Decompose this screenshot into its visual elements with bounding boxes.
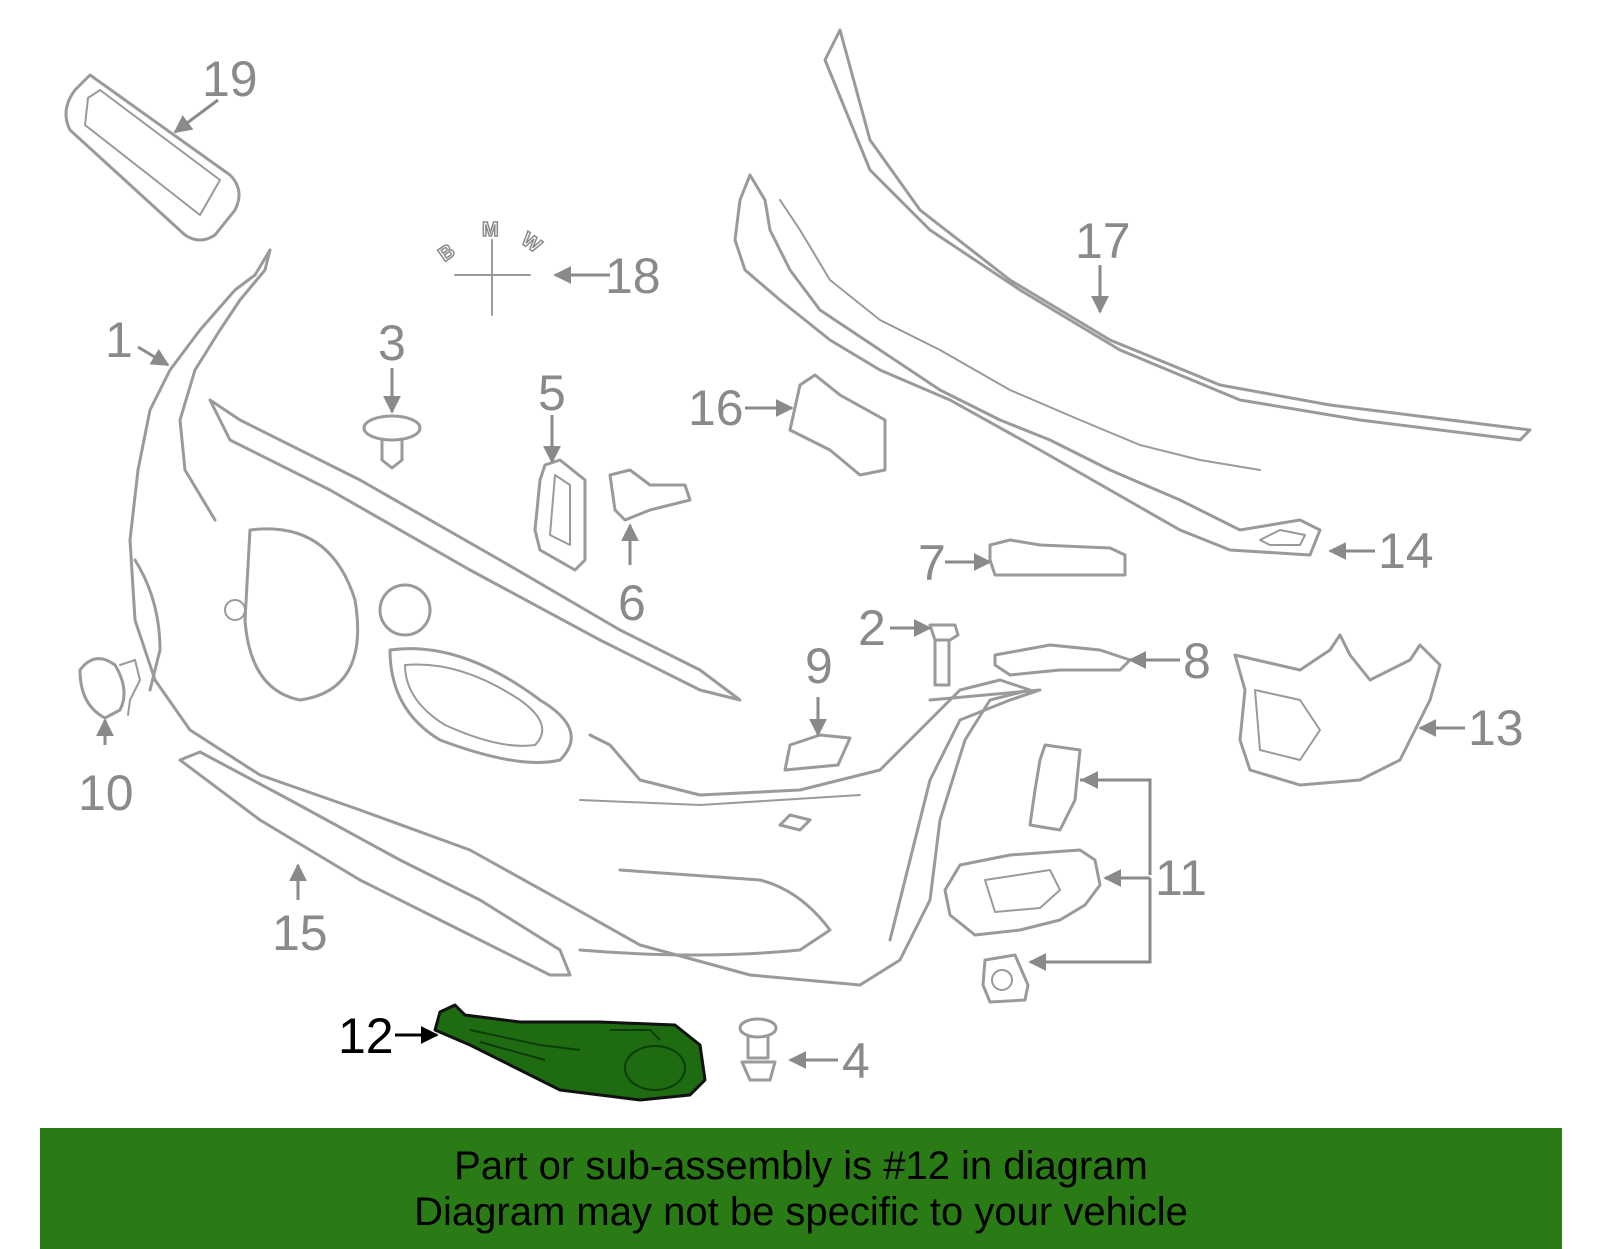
- part-7-guide: [988, 538, 1127, 577]
- callout-15: 15: [272, 905, 328, 961]
- callout-14: 14: [1378, 523, 1434, 579]
- part-18-emblem: B M W: [434, 218, 546, 316]
- part-8-guide: [993, 643, 1132, 677]
- part-17-upper-trim: [823, 28, 1532, 442]
- callout-5: 5: [538, 365, 566, 421]
- callout-7: 7: [918, 535, 946, 591]
- callout-6: 6: [618, 575, 646, 631]
- part-9-cap: [783, 733, 852, 772]
- callout-17: 17: [1075, 213, 1131, 269]
- callout-12: 12: [338, 1008, 394, 1064]
- callout-8: 8: [1183, 633, 1211, 689]
- footer-line-part-number: Part or sub-assembly is #12 in diagram: [454, 1143, 1148, 1188]
- callout-16: 16: [688, 380, 744, 436]
- callout-1: 1: [105, 312, 133, 368]
- part-13-bracket: [1233, 633, 1442, 787]
- part-4-clip: [738, 1017, 778, 1082]
- part-10-tow-hook-cover: [78, 657, 141, 720]
- callout-2: 2: [858, 600, 886, 656]
- part-14-absorber: [733, 173, 1322, 557]
- part-11-fog-trims: [943, 743, 1102, 1004]
- leader-lines: [96, 98, 1465, 1069]
- callout-13: 13: [1468, 700, 1524, 756]
- footer-line-disclaimer: Diagram may not be specific to your vehi…: [414, 1189, 1188, 1234]
- part-6-bracket: [608, 468, 692, 522]
- part-5-bracket: [533, 458, 587, 572]
- part-12-highlighted: [433, 1003, 707, 1102]
- callout-11: 11: [1155, 850, 1207, 906]
- part-15-lower-spoiler: [178, 750, 572, 977]
- callout-18: 18: [605, 248, 661, 304]
- callout-10: 10: [78, 765, 134, 821]
- svg-text:W: W: [517, 228, 545, 257]
- callout-19: 19: [202, 51, 258, 107]
- part-19-grille-trim: [64, 73, 241, 242]
- callout-4: 4: [842, 1033, 870, 1089]
- svg-text:M: M: [482, 219, 499, 241]
- part-16-bracket: [788, 373, 887, 477]
- callout-labels: 19 1 3 18 5 6 17 16 14 7 2 8 9 13 10 15 …: [78, 51, 1524, 1089]
- callout-9: 9: [805, 638, 833, 694]
- part-1-bumper-cover: [128, 248, 1042, 987]
- part-3-push-clip: [362, 414, 422, 470]
- part-2-bolt: [928, 623, 960, 687]
- svg-text:B: B: [435, 240, 459, 266]
- footer-banner: Part or sub-assembly is #12 in diagram D…: [40, 1128, 1562, 1249]
- callout-3: 3: [378, 315, 406, 371]
